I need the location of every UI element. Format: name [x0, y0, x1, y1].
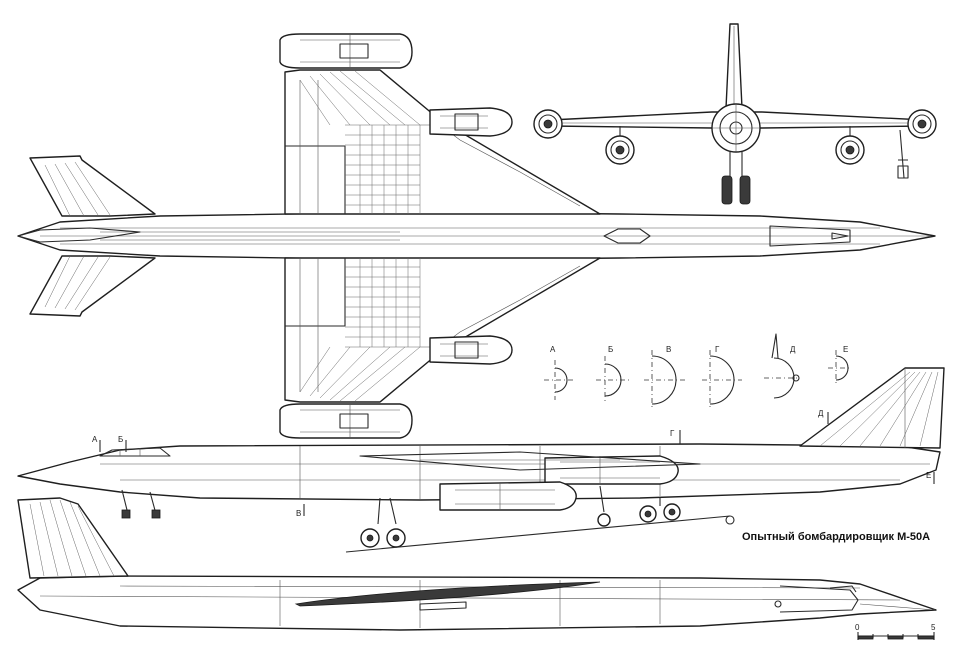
engine-outer-left [533, 109, 563, 139]
section-b: Б [596, 345, 630, 404]
section-label-e: Е [843, 345, 848, 354]
scale-end: 5 [931, 623, 936, 632]
engine-outer-right [907, 109, 937, 139]
side-mark-a: А [92, 435, 98, 444]
underside-view [17, 497, 937, 631]
plan-view [17, 33, 936, 439]
side-mark-e: Е [926, 471, 931, 480]
section-e: Е [828, 345, 852, 386]
section-label-a: А [550, 345, 556, 354]
section-label-v: В [666, 345, 671, 354]
engine-inner-left [605, 126, 635, 165]
scale-start: 0 [855, 623, 860, 632]
side-mark-v: В [296, 509, 301, 518]
drawing-title: Опытный бомбардировщик М-50А [742, 531, 931, 543]
side-view: А Б В Г Д Е [17, 367, 945, 553]
section-d: Д [764, 333, 800, 399]
section-v: В [644, 345, 686, 408]
front-view [533, 23, 937, 205]
scale-bar: 0 5 [855, 623, 936, 640]
section-label-d: Д [790, 345, 796, 354]
section-label-b: Б [608, 345, 613, 354]
side-mark-g: Г [670, 429, 675, 438]
section-label-g: Г [715, 345, 720, 354]
side-mark-b: Б [118, 435, 123, 444]
side-mark-d: Д [818, 409, 824, 418]
cross-sections: А Б В Г Д [544, 333, 852, 408]
section-g: Г [702, 345, 742, 408]
engine-inner-right [835, 126, 865, 165]
section-a: А [544, 345, 574, 400]
